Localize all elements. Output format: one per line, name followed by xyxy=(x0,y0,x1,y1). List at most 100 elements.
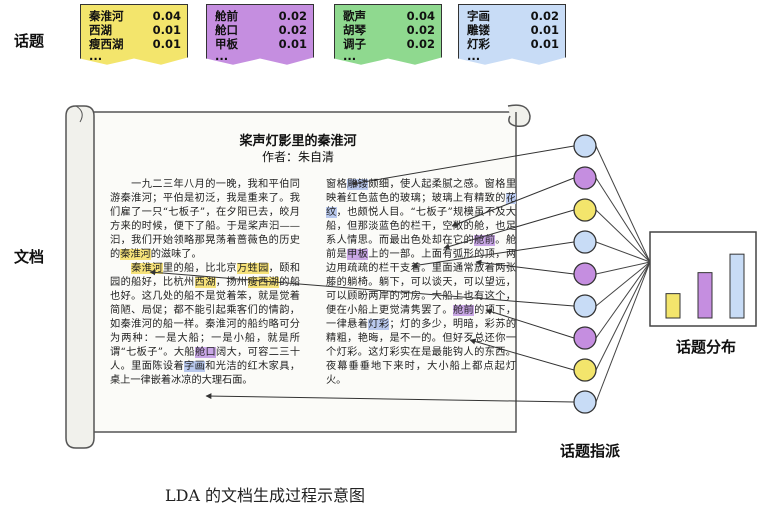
assignment-arrow xyxy=(485,308,575,339)
topic-prob: 0.01 xyxy=(530,23,559,37)
topic-more: ... xyxy=(343,49,357,63)
topic-assignment-circle xyxy=(573,230,597,254)
topic-word: 胡琴 xyxy=(343,23,366,37)
document-column-left: 一九二三年八月的一晚，我和平伯同游秦淮河；平伯是初泛，我是重来了。我们雇了一只“… xyxy=(110,178,300,388)
topic-word: 字画 xyxy=(467,9,490,23)
document-column-right: 窗格雕镂颇细，使人起柔腻之感。窗格里映着红色蓝色的玻璃；玻璃上有精致的花纹，也颇… xyxy=(326,178,516,388)
topic-word: 秦淮河 xyxy=(89,9,124,23)
distribution-connector xyxy=(595,261,651,307)
distribution-connector xyxy=(595,177,651,263)
assignment-arrow xyxy=(443,209,575,250)
document-text: 。舱前是 xyxy=(326,235,517,260)
document-text: 和光洁的红木家具，桌上一律嵌着冰凉的大理石面。 xyxy=(110,361,301,386)
topic-card-1: 秦淮河 0.04 西湖 0.01 瘦西湖 0.01 ... xyxy=(80,4,188,65)
topic-assignment-circles xyxy=(573,134,597,414)
document-text: ，颐和园的船好，比杭州 xyxy=(110,263,301,288)
assignment-arrow xyxy=(205,393,575,403)
topic-card-2: 舱前 0.02 舱口 0.02 甲板 0.01 ... xyxy=(206,4,314,65)
topic-assignment-circle xyxy=(573,294,597,318)
topic-assignment-circle xyxy=(573,198,597,222)
distribution-connector xyxy=(595,261,651,275)
topic-word: 调子 xyxy=(343,37,366,51)
document-text: 里的船，比北京 xyxy=(162,263,237,274)
document-text: 的船也好。这几处的船不是觉着笨，就是觉着简陋、局促；都不能引起乘客们的情韵，如秦… xyxy=(110,277,301,358)
assignment-arrows xyxy=(149,145,575,403)
topic-more: ... xyxy=(89,49,103,63)
distribution-connector xyxy=(595,261,651,339)
document-title: 桨声灯影里的秦淮河 xyxy=(239,134,357,149)
topic-prob: 0.02 xyxy=(278,23,307,37)
document-text: 上的一部。上面有弧形的顶，两边用疏疏的栏干支着。里面通常放着两张藤的躺椅。躺下，… xyxy=(326,249,517,316)
topic-assignment-circle xyxy=(573,358,597,382)
topic-word: 甲板 xyxy=(215,37,238,51)
distribution-connector xyxy=(595,261,651,403)
distribution-connector xyxy=(595,209,651,263)
topic-prob: 0.02 xyxy=(406,23,435,37)
topic-prob: 0.02 xyxy=(406,37,435,51)
highlighted-word: 舱口 xyxy=(194,347,217,358)
assignment-arrow xyxy=(451,177,575,227)
assignment-arrow xyxy=(351,145,575,187)
assignment-arrow xyxy=(469,338,575,371)
topic-word: 瘦西湖 xyxy=(89,37,124,51)
topic-word: 灯彩 xyxy=(467,37,490,51)
figure-caption: LDA 的文档生成过程示意图 xyxy=(164,486,366,505)
highlighted-word: 舱前 xyxy=(474,235,496,246)
topic-prob: 0.04 xyxy=(152,9,181,23)
document-text: ，也颇悦人目。“七板子”规模虽不及大船，但那淡蓝色的栏干，空敞的舱，也足系人情思… xyxy=(326,207,516,246)
document-author: 作者：朱自清 xyxy=(261,150,334,164)
highlighted-word: 秦淮河 xyxy=(131,263,163,274)
topics-label: 话题 xyxy=(14,32,45,50)
topic-word: 舱口 xyxy=(215,23,238,37)
topic-more: ... xyxy=(215,49,229,63)
distribution-connector xyxy=(595,241,651,263)
highlighted-word: 西湖 xyxy=(194,277,216,288)
topic-assignment-label: 话题指派 xyxy=(560,442,621,460)
topic-word: 舱前 xyxy=(215,9,238,23)
highlighted-word: 甲板 xyxy=(347,249,369,260)
topic-word: 雕镂 xyxy=(467,23,490,37)
document-text: 窗格 xyxy=(326,179,348,190)
topic-assignment-circle xyxy=(573,134,597,158)
distribution-connectors xyxy=(595,145,651,403)
topic-prob: 0.01 xyxy=(152,23,181,37)
document-text: ；灯的多少，明暗，彩苏的精粗，艳晦，是不一的。但好歹总还你一个灯彩。这灯彩实在是… xyxy=(326,319,517,386)
topic-word: 西湖 xyxy=(89,23,112,37)
highlighted-word: 万甡园 xyxy=(236,263,269,274)
document-text: 阔大，可容二三十人。里面陈设着 xyxy=(110,347,301,372)
topic-prob: 0.01 xyxy=(152,37,181,51)
topic-prob: 0.02 xyxy=(278,9,307,23)
topic-assignment-circle xyxy=(573,390,597,414)
distribution-connector xyxy=(595,261,651,371)
document-scroll: 桨声灯影里的秦淮河 作者：朱自清 一九二三年八月的一晚，我和平伯同游秦淮河；平伯… xyxy=(64,102,532,450)
topic-assignment-circle xyxy=(573,326,597,350)
topic-more: ... xyxy=(467,49,481,63)
assignment-arrow xyxy=(149,269,575,307)
assignment-arrow xyxy=(475,259,575,275)
document-text: 一九二三年八月的一晚，我和平伯同游秦淮河；平伯是初泛，我是重来了。我们雇了一只“… xyxy=(110,179,300,260)
document-text: 颇细，使人起柔腻之感。窗格里映着红色蓝色的玻璃；玻璃上有精致的 xyxy=(326,179,517,204)
document-text: 的滋味了。 xyxy=(150,249,202,260)
topic-distribution-chart xyxy=(649,231,757,327)
distribution-bar xyxy=(697,272,713,319)
distribution-bar xyxy=(729,253,745,319)
distribution-bar xyxy=(665,293,681,319)
highlighted-word: 灯彩 xyxy=(368,319,390,330)
topic-prob: 0.02 xyxy=(530,9,559,23)
document-text: ，扬州 xyxy=(215,277,248,288)
highlighted-word: 字画 xyxy=(184,361,206,372)
scroll-frame xyxy=(65,104,531,449)
topic-card-4: 字画 0.02 雕镂 0.01 灯彩 0.01 ... xyxy=(458,4,566,65)
highlighted-word: 舱前 xyxy=(452,305,475,316)
topic-assignment-circle xyxy=(573,166,597,190)
highlighted-word: 秦淮河 xyxy=(120,249,151,260)
topic-prob: 0.01 xyxy=(530,37,559,51)
distribution-connector xyxy=(595,145,651,263)
assignment-arrow xyxy=(411,241,575,269)
topic-distribution-label: 话题分布 xyxy=(676,338,737,356)
topic-prob: 0.01 xyxy=(278,37,307,51)
highlighted-word: 瘦西湖 xyxy=(247,277,280,288)
topic-prob: 0.04 xyxy=(406,9,435,23)
